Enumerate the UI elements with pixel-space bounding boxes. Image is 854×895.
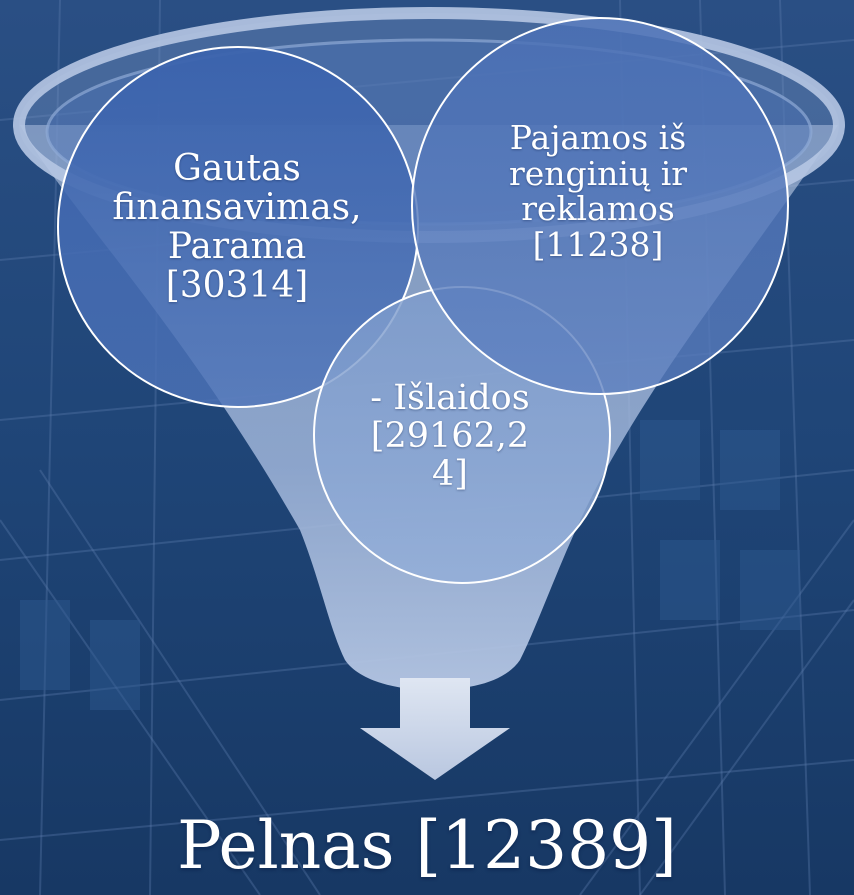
circle-label-islaidos: - Išlaidos [29162,2 4] xyxy=(370,378,530,494)
result-label: Pelnas [12389] xyxy=(177,807,677,884)
down-arrow-icon xyxy=(360,678,510,780)
circle-label-gautas: Gautas finansavimas, Parama [30314] xyxy=(112,148,362,306)
building-windows xyxy=(20,420,800,710)
circle-pajamos xyxy=(411,17,789,395)
circle-label-pajamos: Pajamos iš renginių ir reklamos [11238] xyxy=(508,118,688,264)
